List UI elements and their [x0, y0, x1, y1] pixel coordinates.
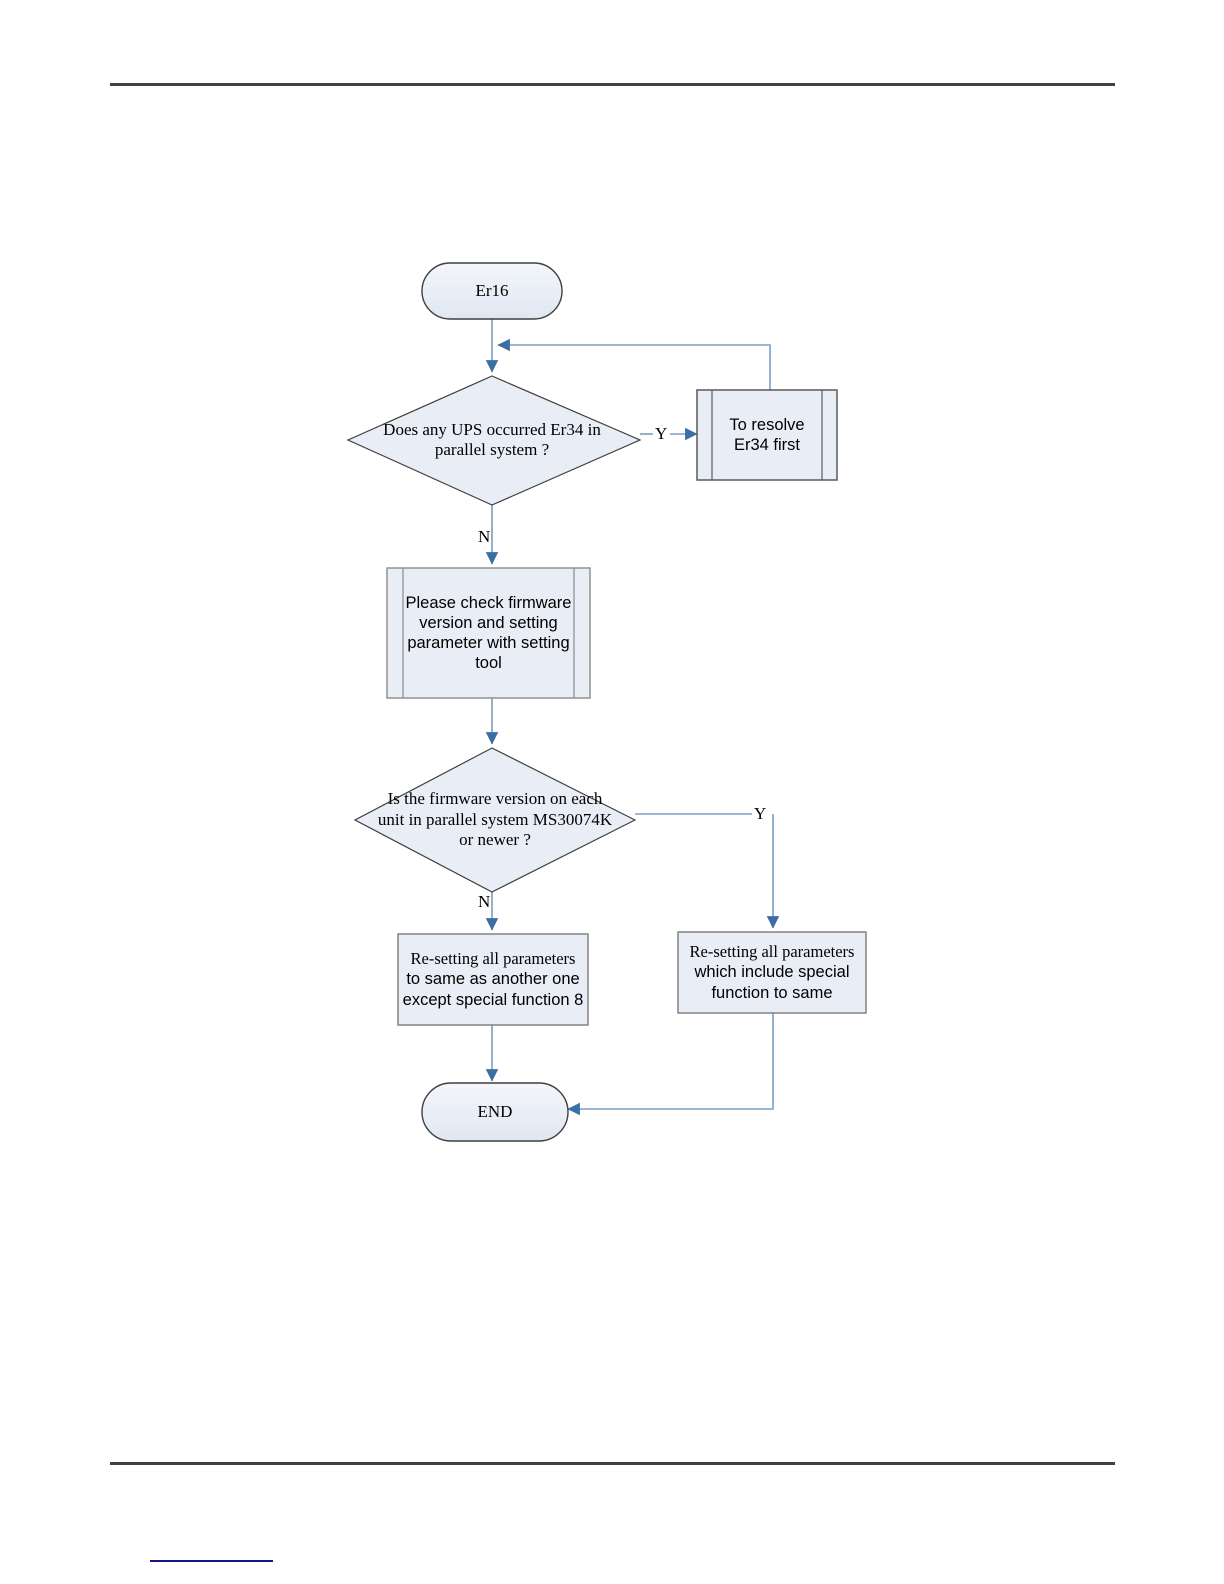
node-reset-include-special[interactable]: [677, 931, 867, 1014]
branch-label-yes-decision2: Y: [754, 804, 767, 823]
node-decision-firmware-version[interactable]: [353, 747, 637, 893]
node-start-er16[interactable]: [421, 262, 563, 320]
header-rule: [110, 83, 1115, 86]
node-check-firmware[interactable]: [386, 567, 591, 699]
branch-label-no-decision1: N: [478, 527, 491, 546]
branch-label-no-decision2: N: [478, 892, 491, 911]
footer-rule: [110, 1462, 1115, 1465]
node-resolve-er34[interactable]: [696, 389, 838, 481]
footnote-separator-rule: [150, 1560, 273, 1562]
branch-label-yes-decision1: Y: [655, 424, 668, 443]
node-reset-except-special[interactable]: [397, 933, 589, 1026]
edge-resetright-to-end: [567, 1013, 774, 1116]
node-end[interactable]: [421, 1082, 569, 1142]
node-decision-er34-check[interactable]: [346, 375, 642, 506]
edge-resolve34-loopback: [497, 338, 771, 390]
